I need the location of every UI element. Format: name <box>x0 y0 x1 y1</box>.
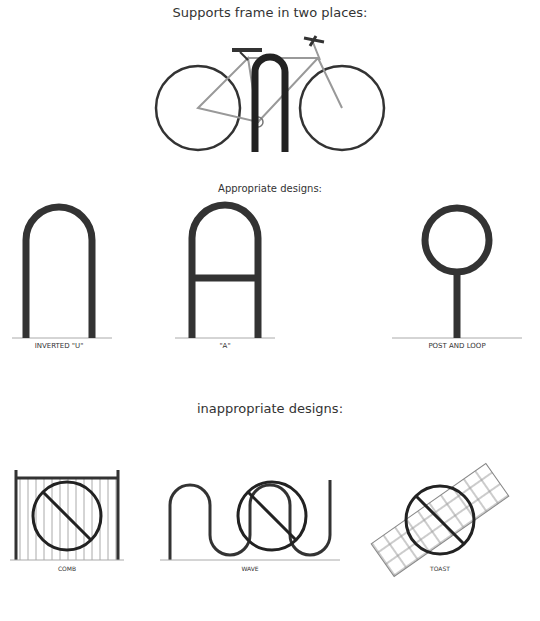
bicycle <box>156 36 384 150</box>
a-rack <box>192 205 258 338</box>
prohibition-symbol <box>33 482 474 554</box>
section-heading: Appropriate designs: <box>218 183 322 194</box>
section-heading: inappropriate designs: <box>197 402 343 416</box>
design-caption: INVERTED "U" <box>35 343 84 351</box>
post-and-loop-rack <box>425 208 489 338</box>
toast-rack <box>371 463 509 576</box>
comb-rack <box>10 470 124 560</box>
design-caption: "A" <box>219 343 230 351</box>
design-caption: WAVE <box>241 566 258 573</box>
design-caption: TOAST <box>430 566 450 573</box>
wave-rack <box>170 480 330 560</box>
design-caption: POST AND LOOP <box>428 343 485 351</box>
rack-in-use <box>255 57 285 152</box>
title: Supports frame in two places: <box>173 6 368 20</box>
design-caption: COMB <box>58 566 76 573</box>
inverted-u-rack <box>26 207 92 338</box>
ground-line <box>160 560 340 561</box>
